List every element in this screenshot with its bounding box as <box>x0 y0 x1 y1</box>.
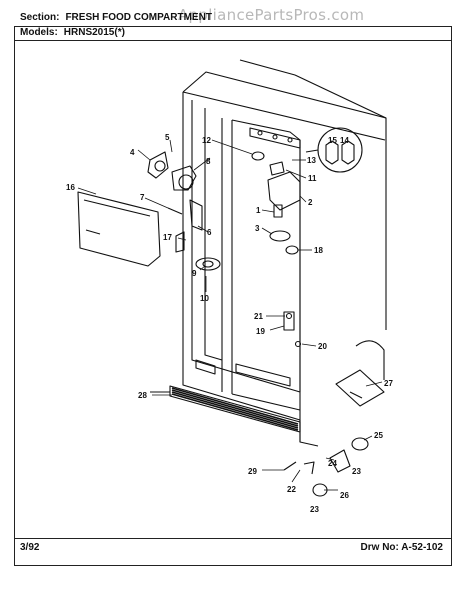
detail-circle <box>317 127 363 173</box>
part-number-5: 5 <box>165 133 170 142</box>
part-number-8: 8 <box>206 157 211 166</box>
liner-bottom-pocket-right <box>235 363 291 387</box>
part-number-29: 29 <box>248 467 257 476</box>
part-number-23b: 23 <box>310 505 319 514</box>
panel-16 <box>77 191 161 267</box>
bracket-27 <box>335 369 385 407</box>
bracket-4 <box>147 151 169 179</box>
part-number-20: 20 <box>318 342 327 351</box>
drawing-number-label: Drw No: <box>360 542 399 553</box>
part-number-16: 16 <box>66 183 75 192</box>
header-divider <box>14 40 452 41</box>
watermark: AppliancePartsPros.com <box>178 6 365 24</box>
part-number-7: 7 <box>140 193 145 202</box>
mullion <box>221 118 233 394</box>
control-housing <box>267 171 301 211</box>
part-number-10: 10 <box>200 294 209 303</box>
revision-date: 3/92 <box>20 542 40 553</box>
fresh-food-liner <box>231 119 301 411</box>
part-number-21: 21 <box>254 312 263 321</box>
bracket-6 <box>189 199 203 231</box>
part-number-2: 2 <box>308 198 313 207</box>
drawing-number-value: A-52-102 <box>401 542 443 553</box>
liner-bottom-pocket <box>195 359 216 375</box>
housing-8 <box>171 165 197 191</box>
part-number-1: 1 <box>256 206 261 215</box>
part-number-12: 12 <box>202 136 211 145</box>
knob-9 <box>195 257 221 271</box>
part-number-17: 17 <box>163 233 172 242</box>
section-label: Section: <box>20 12 60 23</box>
part-number-24: 24 <box>328 459 337 468</box>
drawing-frame <box>14 26 452 566</box>
part-number-23a: 23 <box>352 467 361 476</box>
part-number-9: 9 <box>192 269 197 278</box>
part-number-25: 25 <box>374 431 383 440</box>
part-number-26: 26 <box>340 491 349 500</box>
light-housing <box>249 127 301 149</box>
part-number-19: 19 <box>256 327 265 336</box>
section-value: FRESH FOOD COMPARTMENT <box>65 12 212 23</box>
part-number-22: 22 <box>287 485 296 494</box>
part-number-15: 15 <box>328 136 337 145</box>
cabinet-top-edge <box>239 59 387 119</box>
models-heading: Models: HRNS2015(*) <box>20 27 125 38</box>
part-number-18: 18 <box>314 246 323 255</box>
part-number-27: 27 <box>384 379 393 388</box>
part-number-11: 11 <box>308 174 317 183</box>
cabinet-outline <box>182 71 387 442</box>
part-number-3: 3 <box>255 224 260 233</box>
part-number-28: 28 <box>138 391 147 400</box>
section-heading: Section: FRESH FOOD COMPARTMENT <box>20 12 212 23</box>
part-number-6: 6 <box>207 228 212 237</box>
cabinet-right-side <box>299 140 387 447</box>
part-number-14: 14 <box>340 136 349 145</box>
bottom-grille <box>169 385 301 433</box>
models-label: Models: <box>20 27 58 38</box>
part-number-4: 4 <box>130 148 135 157</box>
footer-divider <box>14 538 452 539</box>
models-value: HRNS2015(*) <box>63 27 125 38</box>
drawing-number: Drw No: A-52-102 <box>361 542 443 553</box>
part-number-13: 13 <box>307 156 316 165</box>
